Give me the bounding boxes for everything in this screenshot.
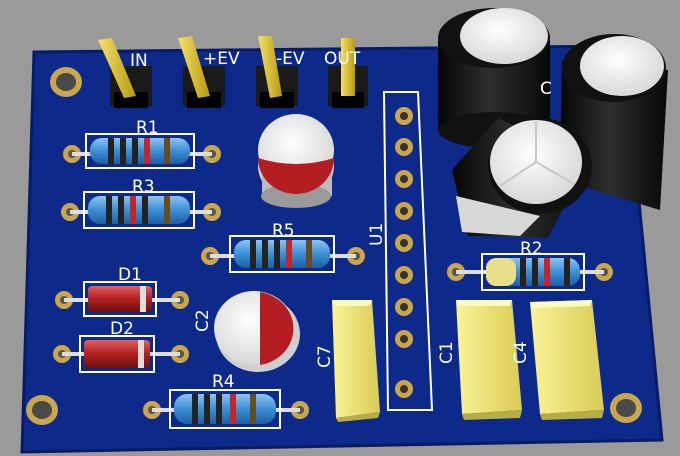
electrolytic-capacitor-large-3 [452, 118, 592, 238]
label-u1: U1 [367, 223, 387, 246]
capacitor-c1 [456, 300, 522, 420]
electrolytic-capacitor-large-1 [438, 8, 550, 148]
pin-header-plus-v [178, 36, 225, 108]
diode-d2 [53, 335, 189, 373]
label-d1: D1 [118, 265, 142, 285]
ic-u1-pads [395, 107, 413, 398]
mounting-holes [26, 67, 642, 425]
pin-header-in [98, 38, 152, 108]
label-c7: C7 [315, 345, 335, 368]
label-r5: R5 [272, 221, 295, 241]
resistor-r1 [63, 133, 221, 169]
resistor-r3 [61, 191, 221, 229]
label-d2: D2 [110, 319, 134, 339]
label-minus-v: -EV [276, 49, 305, 69]
capacitor-c2 [214, 291, 300, 372]
label-c4: C4 [511, 341, 531, 364]
label-r3: R3 [132, 177, 155, 197]
label-r4: R4 [212, 372, 235, 392]
resistor-r5 [201, 235, 365, 273]
capacitor-c4 [530, 300, 604, 420]
label-c2: C2 [193, 309, 213, 332]
label-r1: R1 [136, 118, 159, 138]
resistor-r2 [447, 253, 613, 291]
label-c-partial: C [540, 79, 552, 99]
capacitor-c7 [332, 300, 380, 422]
label-out: OUT [324, 49, 361, 69]
diode-d1 [55, 281, 189, 317]
resistor-r4 [143, 389, 309, 429]
label-in: IN [130, 51, 148, 71]
pin-header-minus-v [256, 36, 298, 108]
electrolytic-capacitor-small-top [258, 114, 334, 208]
label-plus-v: +EV [203, 49, 240, 69]
label-r2: R2 [520, 239, 543, 259]
label-c1: C1 [437, 341, 457, 364]
pin-header-out [328, 38, 368, 108]
